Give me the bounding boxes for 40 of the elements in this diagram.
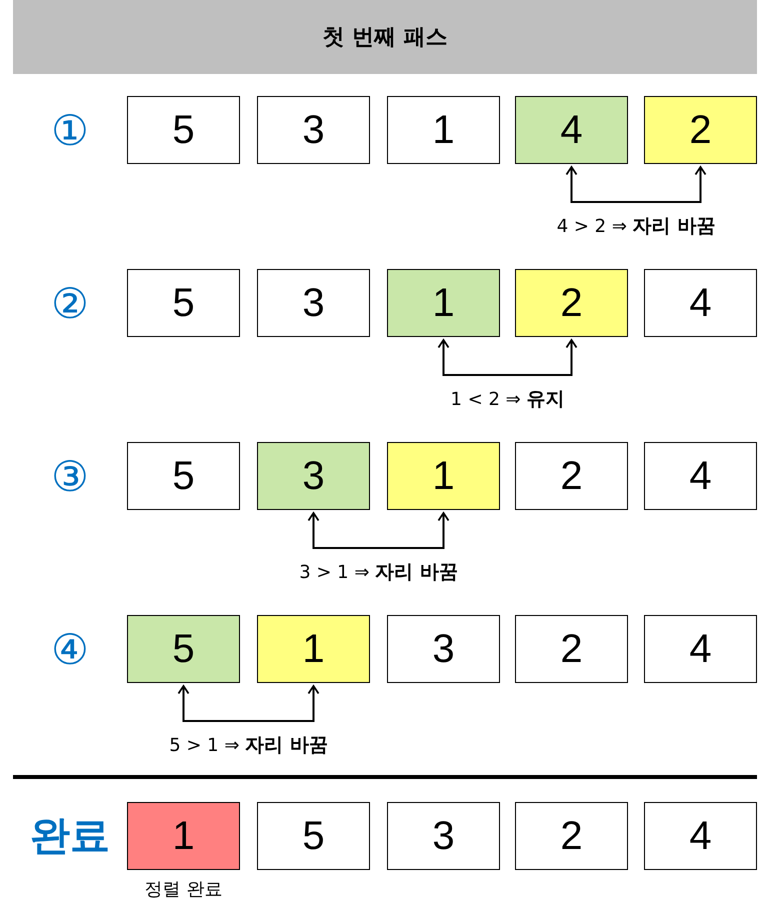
- array-cell: 2: [644, 96, 757, 164]
- title-banner: 첫 번째 패스: [13, 0, 757, 74]
- array-cell: 5: [127, 442, 240, 510]
- array-cell: 4: [515, 96, 628, 164]
- array-cell: 3: [257, 269, 370, 337]
- array-cell: 5: [127, 615, 240, 683]
- array-cell: 2: [515, 442, 628, 510]
- step-number: ④: [51, 626, 89, 674]
- edge-label: 4 > 2 ⇒ 자리 바꿈: [556, 214, 716, 239]
- double-headed-arrow: [566, 166, 706, 203]
- array-cell: 5: [127, 96, 240, 164]
- array-cell: 1: [387, 269, 500, 337]
- array-cell: 3: [387, 802, 500, 870]
- edge-label: 3 > 1 ⇒ 자리 바꿈: [299, 560, 458, 585]
- array-cell: 2: [515, 802, 628, 870]
- step-number: ①: [51, 107, 89, 155]
- array-cell: 2: [515, 615, 628, 683]
- array-cell: 5: [257, 802, 370, 870]
- step-number: ②: [51, 280, 89, 328]
- array-cell: 1: [257, 615, 370, 683]
- array-cell: 2: [515, 269, 628, 337]
- array-cell: 4: [644, 442, 757, 510]
- array-cell: 3: [257, 442, 370, 510]
- edge-label: 5 > 1 ⇒ 자리 바꿈: [169, 733, 328, 758]
- array-cell: 1: [387, 442, 500, 510]
- array-cell: 4: [644, 269, 757, 337]
- array-cell: 4: [644, 615, 757, 683]
- array-cell: 3: [257, 96, 370, 164]
- array-cell: 3: [387, 615, 500, 683]
- array-cell: 1: [127, 802, 240, 870]
- array-cell: 5: [127, 269, 240, 337]
- double-headed-arrow: [178, 685, 320, 722]
- node-caption: 정렬 완료: [144, 878, 224, 902]
- array-cell: 4: [644, 802, 757, 870]
- step-number: ③: [51, 453, 89, 501]
- edge-label: 1 < 2 ⇒ 유지: [450, 387, 564, 412]
- array-cell: 1: [387, 96, 500, 164]
- row-label: 완료: [30, 812, 110, 860]
- double-headed-arrow: [438, 339, 578, 376]
- double-headed-arrow: [308, 512, 450, 549]
